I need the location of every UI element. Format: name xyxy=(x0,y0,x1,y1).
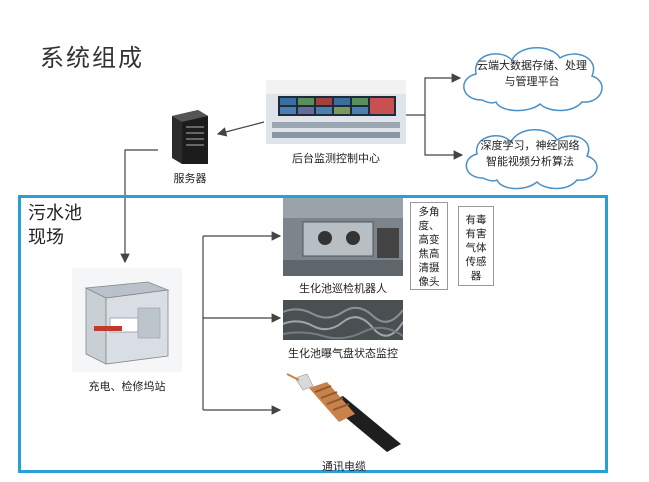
deep-learning-shape xyxy=(465,129,598,190)
page-title: 系统组成 xyxy=(40,44,144,72)
server-image xyxy=(172,110,208,164)
monitoring-center-label: 后台监测控制中心 xyxy=(292,152,380,165)
deep-learning-label: 深度学习，神经网络 智能视频分析算法 xyxy=(480,139,580,168)
robot-image xyxy=(283,198,403,276)
charging-station-image xyxy=(72,268,182,372)
charging-station-label: 充电、检修坞站 xyxy=(88,380,166,393)
arrow-center-to-server xyxy=(216,121,265,137)
aeration-label: 生化池曝气盘状态监控 xyxy=(288,347,398,360)
server-label: 服务器 xyxy=(173,172,207,185)
cloud-storage-label: 云端大数据存储、处理 与管理平台 xyxy=(477,59,587,88)
cable-image xyxy=(283,368,405,454)
cable-label: 通讯电缆 xyxy=(322,460,366,473)
camera-box: 多角 度、 高变 焦高 清摄 像头 xyxy=(410,202,448,290)
site-label: 污水池 现场 xyxy=(28,203,82,248)
monitoring-center-image xyxy=(266,80,406,144)
arrow-center-to-ai xyxy=(424,115,464,160)
arrow-server-to-station xyxy=(120,149,158,264)
robot-label: 生化池巡检机器人 xyxy=(299,282,387,295)
site-boundary xyxy=(18,195,608,473)
gas-sensor-box: 有毒 有害 气体 传感 器 xyxy=(458,206,494,286)
aeration-image xyxy=(283,300,403,340)
cloud-storage-shape xyxy=(463,47,603,112)
arrow-center-to-cloud xyxy=(406,73,462,116)
